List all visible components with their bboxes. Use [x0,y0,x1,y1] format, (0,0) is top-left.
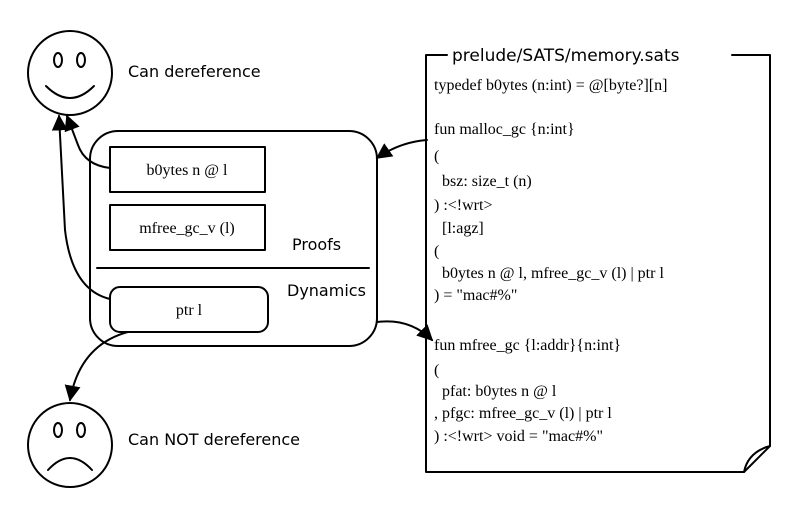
ptr-box [109,286,269,333]
happy-face-icon [27,30,113,116]
mfree-proof-box [109,204,266,251]
code-line: typedef b0ytes (n:int) = @[byte?][n] [434,77,667,94]
code-line: ( [434,243,439,260]
code-line: ) :<!wrt> void = "mac#%" [434,428,603,445]
sad-caption: Can NOT dereference [128,430,300,449]
b0ytes-proof-box [109,146,266,193]
proof-to-happy-arrow [64,114,111,169]
ptr-to-sad-arrow [64,331,129,402]
proof-dynamics-container [89,130,378,347]
code-line: fun mfree_gc {l:addr}{n:int} [434,337,621,354]
b0ytes-proof-label: b0ytes n @ l [147,162,229,179]
ptr-to-happy-arrow [51,114,111,300]
code-line: fun malloc_gc {n:int} [434,121,575,138]
container-to-mfree-arrow [376,320,434,342]
code-line: ) = "mac#%" [434,287,517,304]
code-line: b0ytes n @ l, mfree_gc_v (l) | ptr l [434,265,664,282]
code-line: ) :<!wrt> [434,197,492,214]
mfree-proof-label: mfree_gc_v (l) [139,220,235,237]
code-line: pfat: b0ytes n @ l [434,383,557,400]
sad-face-icon [27,402,113,488]
proofs-label: Proofs [292,235,341,254]
code-line: [l:agz] [434,220,484,237]
code-panel-curl [743,445,771,473]
happy-caption: Can dereference [128,62,261,81]
code-line: ( [434,362,439,379]
ptr-label: ptr l [176,302,203,319]
code-line: ( [434,148,439,165]
dynamics-label: Dynamics [287,281,366,300]
code-panel-title: prelude/SATS/memory.sats [452,46,680,66]
malloc-to-container-arrow [375,139,428,159]
code-lines: typedef b0ytes (n:int) = @[byte?][n] fun… [434,77,667,445]
code-line: bsz: size_t (n) [434,173,532,190]
code-line: , pfgc: mfree_gc_v (l) | ptr l [434,405,612,422]
